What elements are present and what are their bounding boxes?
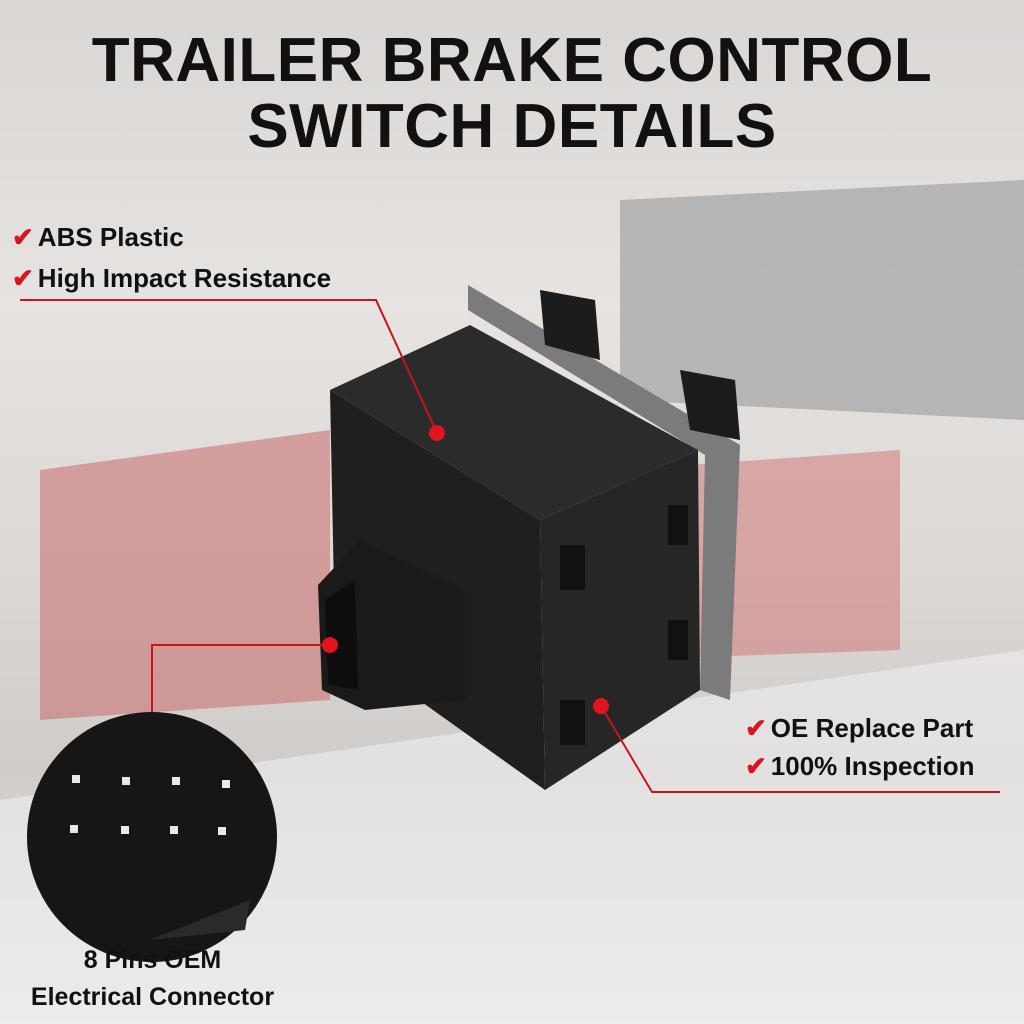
- connector-caption: 8 Pins OEM Electrical Connector: [0, 942, 305, 1016]
- title-line-1: TRAILER BRAKE CONTROL: [91, 26, 933, 95]
- feature-label: OE Replace Part: [770, 713, 974, 743]
- check-icon: ✔: [745, 751, 767, 781]
- switch-flange: [468, 285, 740, 700]
- feature-label: ABS Plastic: [37, 222, 184, 252]
- caption-line-1: 8 Pins OEM: [83, 946, 222, 974]
- feature-oe-replace: ✔ OE Replace Part: [745, 713, 973, 744]
- feature-label: High Impact Resistance: [37, 263, 332, 293]
- page-title: TRAILER BRAKE CONTROL SWITCH DETAILS: [0, 28, 1024, 160]
- feature-inspection: ✔ 100% Inspection: [745, 751, 975, 782]
- caption-line-2: Electrical Connector: [30, 983, 275, 1011]
- feature-abs-plastic: ✔ ABS Plastic: [12, 222, 184, 253]
- connector-pins-closeup: [27, 712, 277, 962]
- feature-label: 100% Inspection: [770, 751, 975, 781]
- switch-body-top: [330, 325, 698, 520]
- feature-impact-resistance: ✔ High Impact Resistance: [12, 263, 331, 294]
- check-icon: ✔: [12, 263, 34, 293]
- check-icon: ✔: [745, 713, 767, 743]
- title-line-2: SWITCH DETAILS: [247, 92, 777, 161]
- check-icon: ✔: [12, 222, 34, 252]
